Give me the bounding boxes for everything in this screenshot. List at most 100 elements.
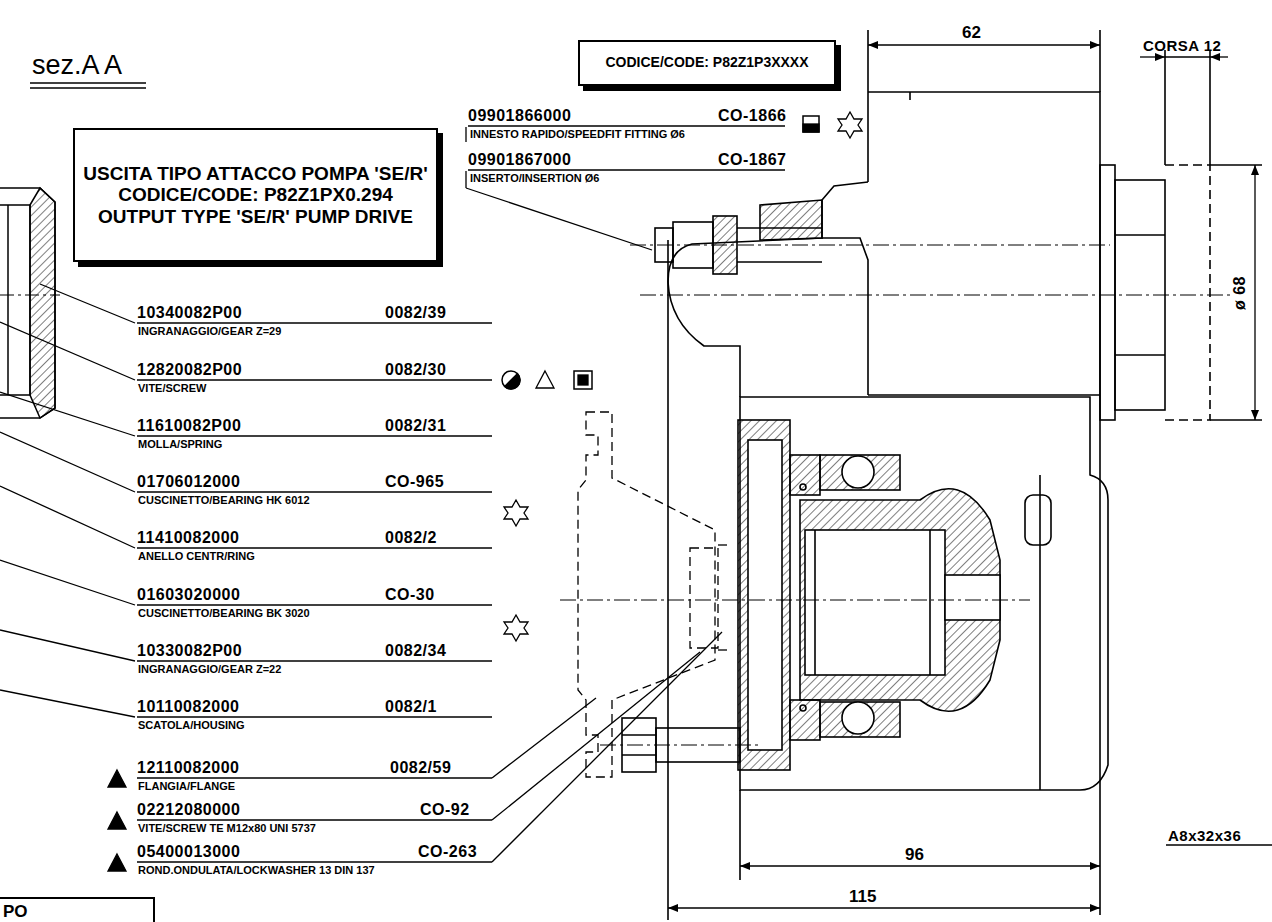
- drawing-rect: [1100, 165, 1115, 420]
- drawing-line: [640, 295, 1230, 296]
- drawing-rect: [790, 455, 820, 495]
- callout-number: 0082/34: [385, 643, 446, 659]
- drawing-polygon: [504, 500, 528, 526]
- drawing-line: [1166, 844, 1272, 845]
- box-text: CODICE/CODE: P82Z1P3XXXX: [586, 55, 828, 71]
- drawing-rect: [748, 440, 782, 750]
- drawing-line: [868, 394, 1100, 396]
- callout-number: CO-92: [420, 802, 470, 818]
- drawing-rect: [945, 575, 1000, 620]
- drawing-line: [740, 865, 1100, 866]
- part-number: 12820082P00: [137, 362, 242, 378]
- drawing-line: [492, 632, 722, 862]
- part-description: CUSCINETTO/BEARING BK 3020: [138, 608, 310, 619]
- drawing-polygon: [536, 371, 554, 388]
- part-description: ROND.ONDULATA/LOCKWASHER 13 DIN 137: [138, 865, 375, 876]
- drawing-line: [137, 660, 492, 661]
- drawing-rect: [805, 530, 945, 675]
- drawing-line: [630, 245, 1110, 246]
- drawing-line: [468, 169, 785, 170]
- drawing-path: [690, 548, 718, 648]
- callout-number: 0082/59: [390, 760, 451, 776]
- flange-dashed-outline: [578, 412, 728, 777]
- drawing-line: [1039, 475, 1041, 790]
- center-lines: [560, 245, 1230, 745]
- drawing-line: [137, 861, 492, 862]
- callout-number: 0082/30: [385, 362, 446, 378]
- drawing-line: [1115, 354, 1165, 356]
- section-title-underline: [30, 83, 146, 88]
- drawing-line: [1099, 30, 1101, 92]
- part-number: 10340082P00: [137, 305, 242, 321]
- drawing-rect: [574, 371, 592, 389]
- drawing-line: [30, 82, 146, 84]
- part-description: MOLLA/SPRING: [138, 439, 222, 450]
- callout-number: 0082/39: [385, 305, 446, 321]
- dimension-value: CORSA 12: [1143, 38, 1221, 53]
- drawing-line: [867, 30, 869, 92]
- part-number: 05400013000: [137, 844, 240, 860]
- dimension-value: ø 68: [1232, 276, 1248, 310]
- part-description: INSERTO/INSERTION Ø6: [470, 173, 599, 184]
- part-number: 02212080000: [137, 802, 240, 818]
- drawing-path: [1165, 165, 1210, 420]
- part-description: VITE/SCREW: [138, 383, 206, 394]
- drawing-line: [492, 698, 596, 778]
- drawing-line: [40, 284, 135, 323]
- callout-number: CO-30: [385, 587, 435, 603]
- drawing-line: [929, 530, 931, 675]
- part-number: 09901867000: [468, 152, 571, 168]
- callout-number: 0082/31: [385, 418, 446, 434]
- drawing-circle: [800, 484, 806, 490]
- drawing-line: [465, 171, 466, 188]
- drawing-line: [137, 777, 492, 778]
- drawing-line: [137, 491, 492, 492]
- drawing-rect: [738, 420, 790, 770]
- drawing-line: [909, 92, 911, 100]
- callout-number: CO-1867: [718, 152, 786, 168]
- drawing-path: [505, 374, 520, 389]
- box-text: USCITA TIPO ATTACCO POMPA 'SE/R' CODICE/…: [83, 163, 428, 227]
- dimension-lines: [668, 45, 1272, 908]
- drawing-line: [737, 261, 822, 263]
- dimension-value: 62: [962, 24, 981, 41]
- drawing-line: [137, 435, 492, 436]
- drawing-polygon: [108, 854, 126, 871]
- drawing-circle: [800, 705, 806, 711]
- left-partial-section: [0, 188, 60, 418]
- drawing-line: [466, 188, 652, 250]
- drawing-line: [622, 754, 656, 756]
- drawing-line: [0, 295, 60, 296]
- part-description: SCATOLA/HOUSING: [138, 720, 245, 731]
- drawing-circle: [502, 371, 520, 389]
- part-description: CUSCINETTO/BEARING HK 6012: [138, 495, 310, 506]
- dimension-value: 115: [849, 888, 876, 905]
- drawing-path: [822, 238, 868, 395]
- pump-drive-housing: [622, 30, 1262, 920]
- callout-number: CO-263: [418, 844, 477, 860]
- drawing-rect: [578, 375, 588, 385]
- drawing-rect: [790, 700, 820, 740]
- drawing-line: [7, 205, 9, 395]
- drawing-circle: [842, 456, 874, 488]
- part-number: 09901866000: [468, 108, 571, 124]
- drawing-line: [465, 127, 466, 142]
- drawing-line: [30, 87, 146, 89]
- part-description: VITE/SCREW TE M12x80 UNI 5737: [138, 823, 316, 834]
- drawing-line: [468, 125, 785, 126]
- drawing-line: [1210, 419, 1262, 421]
- drawing-line: [1254, 165, 1255, 420]
- dimension-value: 96: [905, 846, 924, 863]
- drawing-line: [560, 600, 1030, 601]
- drawing-line: [1210, 56, 1228, 57]
- part-number: 12110082000: [137, 760, 240, 776]
- drawing-line: [137, 604, 492, 605]
- callout-number: 0082/1: [385, 699, 437, 715]
- drawing-line: [737, 227, 822, 229]
- callout-number: CO-1866: [718, 108, 786, 124]
- drawing-line: [718, 544, 728, 545]
- drawing-path: [578, 412, 715, 777]
- drawing-path: [668, 182, 868, 397]
- spline-spec: A8x32x36: [1168, 828, 1241, 843]
